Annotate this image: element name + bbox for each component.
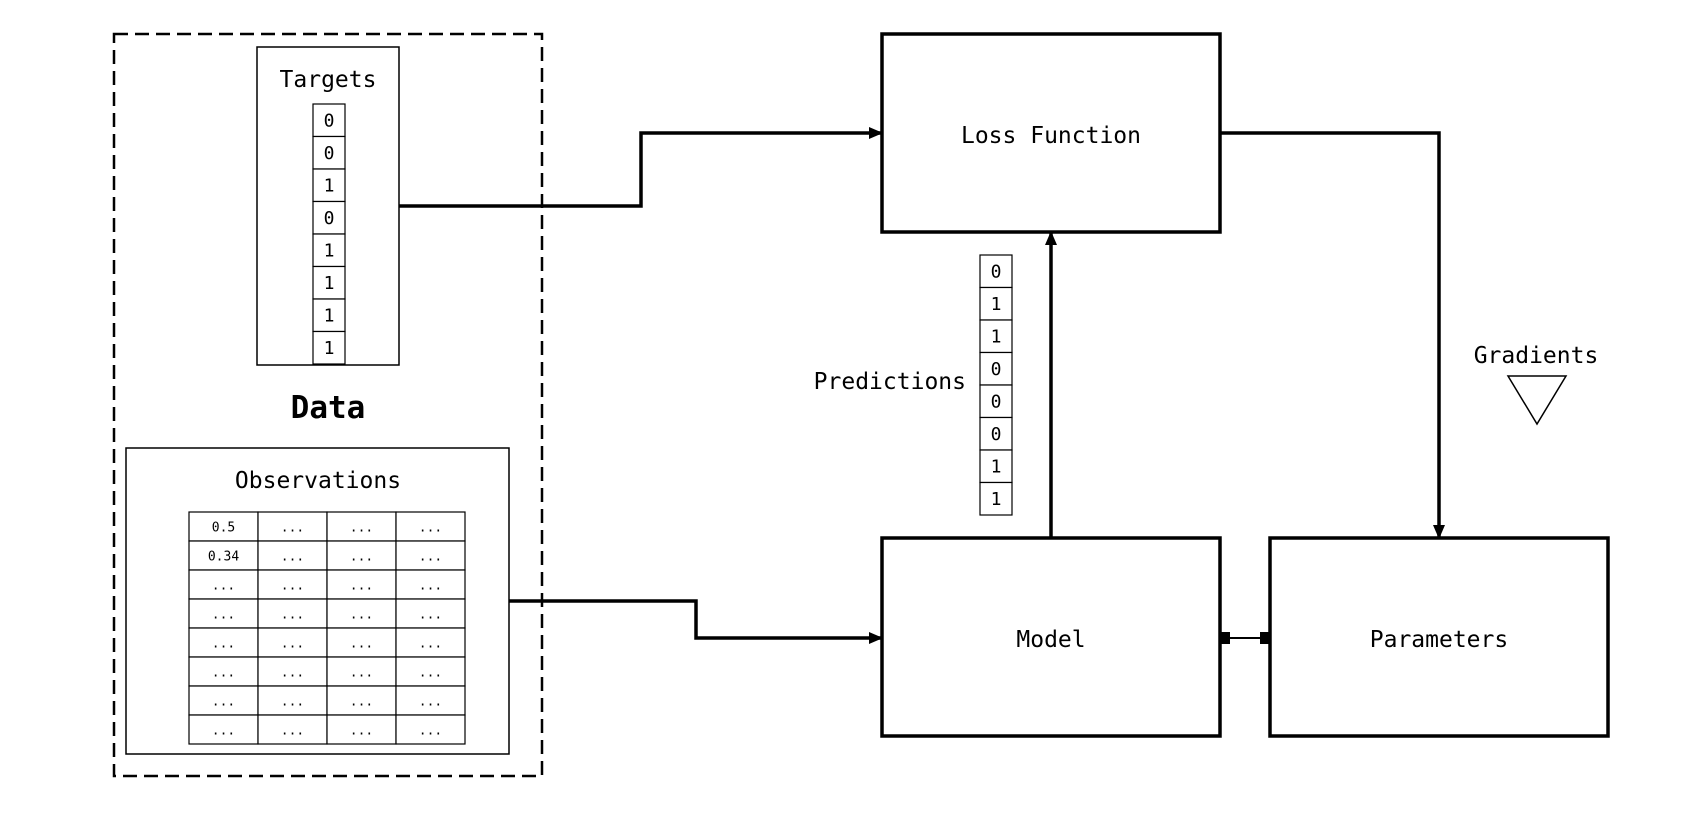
- targets-value: 1: [324, 273, 335, 294]
- observations-value: 0.34: [208, 550, 239, 565]
- observations-cell: [257, 540, 328, 571]
- observations-cell: [395, 540, 466, 571]
- observations-label: Observations: [235, 468, 401, 494]
- observations-value: ...: [212, 666, 235, 681]
- observations-value: ...: [281, 695, 304, 710]
- observations-cell: [395, 627, 466, 658]
- arrow-loss-to-parameters: [1220, 131, 1445, 539]
- observations-cell: [188, 627, 259, 658]
- predictions-cell: [979, 416, 1013, 451]
- observations-value: ...: [419, 637, 442, 652]
- targets-value: 0: [324, 143, 335, 164]
- predictions-cell: [979, 384, 1013, 419]
- observations-cell: [188, 685, 259, 716]
- observations-value: ...: [419, 579, 442, 594]
- arrow-observations-to-model: [509, 599, 883, 644]
- targets-cell: [312, 330, 346, 365]
- observations-value: ...: [419, 521, 442, 536]
- observations-cell: [188, 569, 259, 600]
- predictions-vector: 0 1 1 0 0 0 1 1: [979, 254, 1013, 516]
- predictions-value: 0: [991, 424, 1002, 445]
- observations-value: ...: [419, 608, 442, 623]
- targets-value: 1: [324, 240, 335, 261]
- observations-value: ...: [419, 695, 442, 710]
- targets-cell: [312, 103, 346, 138]
- observations-value: ...: [212, 608, 235, 623]
- observations-value: ...: [350, 724, 373, 739]
- predictions-value: 1: [991, 489, 1002, 510]
- observations-value: 0.5: [212, 521, 235, 536]
- data-group-border: [112, 32, 544, 778]
- nabla-icon: [1506, 375, 1568, 426]
- observations-value: ...: [350, 579, 373, 594]
- predictions-value: 1: [991, 456, 1002, 477]
- predictions-value: 1: [991, 326, 1002, 347]
- targets-value: 1: [324, 305, 335, 326]
- observations-value: ...: [350, 521, 373, 536]
- predictions-cell: [979, 254, 1013, 289]
- observations-value: ...: [212, 724, 235, 739]
- observations-value: ...: [281, 666, 304, 681]
- observations-value: ...: [281, 579, 304, 594]
- targets-value: 1: [324, 175, 335, 196]
- predictions-value: 0: [991, 261, 1002, 282]
- predictions-value: 0: [991, 391, 1002, 412]
- observations-value: ...: [212, 637, 235, 652]
- predictions-cell: [979, 481, 1013, 516]
- data-label: Data: [291, 390, 366, 426]
- parameters-label: Parameters: [1370, 627, 1508, 653]
- targets-cell: [312, 233, 346, 268]
- targets-cell: [312, 200, 346, 235]
- targets-value: 0: [324, 110, 335, 131]
- predictions-value: 1: [991, 294, 1002, 315]
- observations-value: ...: [212, 579, 235, 594]
- observations-cell: [395, 714, 466, 745]
- observations-value: ...: [350, 550, 373, 565]
- observations-value: ...: [350, 695, 373, 710]
- predictions-cell: [979, 319, 1013, 354]
- predictions-label: Predictions: [814, 369, 966, 395]
- observations-table: 0.5......... 0.34........................…: [188, 511, 466, 745]
- predictions-cell: [979, 286, 1013, 321]
- observations-value: ...: [281, 550, 304, 565]
- observations-cell: [395, 569, 466, 600]
- observations-value: ...: [350, 637, 373, 652]
- observations-value: ...: [419, 666, 442, 681]
- targets-label: Targets: [280, 67, 377, 93]
- predictions-cell: [979, 351, 1013, 386]
- arrow-targets-to-loss: [399, 127, 883, 208]
- observations-cell: [326, 540, 397, 571]
- targets-cell: [312, 298, 346, 333]
- observations-cell: [188, 656, 259, 687]
- gradients-label: Gradients: [1474, 343, 1599, 369]
- targets-value: 0: [324, 208, 335, 229]
- observations-value: ...: [281, 637, 304, 652]
- observations-value: ...: [350, 666, 373, 681]
- targets-cell: [312, 265, 346, 300]
- observations-value: ...: [281, 724, 304, 739]
- observations-cell: [188, 714, 259, 745]
- observations-value: ...: [419, 724, 442, 739]
- model-label: Model: [1016, 627, 1085, 653]
- observations-value: ...: [281, 521, 304, 536]
- observations-value: ...: [212, 695, 235, 710]
- observations-cell: [257, 511, 328, 542]
- targets-value: 1: [324, 338, 335, 359]
- observations-cell: [395, 511, 466, 542]
- loss-function-label: Loss Function: [961, 123, 1141, 149]
- targets-vector: 0 0 1 0 1 1 1 1: [312, 103, 346, 365]
- targets-cell: [312, 168, 346, 203]
- predictions-value: 0: [991, 359, 1002, 380]
- observations-cell: [395, 598, 466, 629]
- observations-cell: [257, 569, 328, 600]
- observations-value: ...: [350, 608, 373, 623]
- observations-value: ...: [419, 550, 442, 565]
- observations-value: ...: [281, 608, 304, 623]
- observations-cell: [326, 627, 397, 658]
- observations-cell: [326, 569, 397, 600]
- model-parameters-link: [1220, 632, 1270, 644]
- observations-cell: [188, 598, 259, 629]
